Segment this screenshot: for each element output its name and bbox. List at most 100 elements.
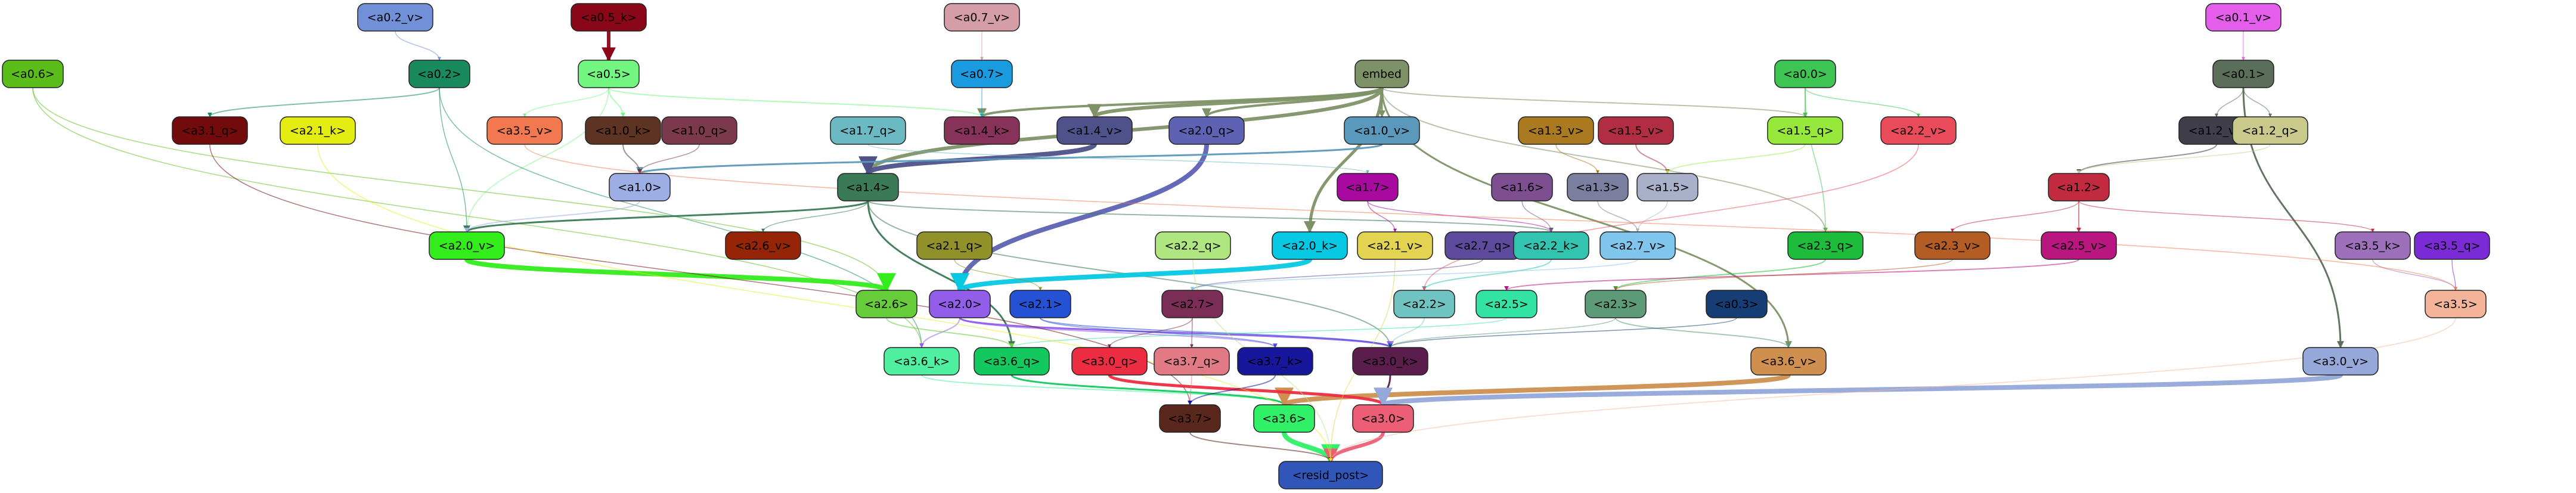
node-label: <a0.1_v> [2215, 11, 2271, 24]
node-a1-4-v[interactable]: <a1.4_v> [1056, 116, 1133, 145]
node-a1-4-k[interactable]: <a1.4_k> [944, 116, 1020, 145]
node-a0-1-v[interactable]: <a0.1_v> [2205, 3, 2281, 32]
node-a2-1-q[interactable]: <a2.1_q> [916, 231, 993, 260]
node-a2-7-q[interactable]: <a2.7_q> [1444, 231, 1521, 260]
node-label: <a3.5_k> [2345, 240, 2401, 253]
node-label: <a3.0> [1361, 413, 1405, 426]
node-box [1774, 60, 1836, 88]
edge-embed-to-a1-4-k [977, 86, 1383, 118]
node-label: <a1.3> [1576, 181, 1620, 194]
node-label: <a1.2_q> [2242, 125, 2298, 138]
node-a1-0-k[interactable]: <a1.0_k> [585, 116, 661, 145]
node-a1-5[interactable]: <a1.5> [1636, 173, 1698, 201]
node-a2-2-v[interactable]: <a2.2_v> [1880, 116, 1957, 145]
node-a2-5-v[interactable]: <a2.5_v> [2041, 231, 2117, 260]
node-box [1585, 290, 1647, 318]
node-a1-7-q[interactable]: <a1.7_q> [830, 116, 906, 145]
node-a2-1-v[interactable]: <a2.1_v> [1357, 231, 1433, 260]
node-a0-1[interactable]: <a0.1> [2212, 60, 2274, 88]
node-label: <a0.3> [1715, 298, 1759, 311]
node-a2-1[interactable]: <a2.1> [1009, 290, 1071, 318]
node-a2-2-q[interactable]: <a2.2_q> [1155, 231, 1231, 260]
node-a3-6-v[interactable]: <a3.6_v> [1750, 347, 1827, 376]
node-a1-4[interactable]: <a1.4> [837, 173, 899, 201]
node-a2-3[interactable]: <a2.3> [1585, 290, 1647, 318]
node-a1-3[interactable]: <a1.3> [1567, 173, 1629, 201]
edge-a1-2-to-a3-5-k [2078, 200, 2374, 232]
node-a1-0[interactable]: <a1.0> [609, 173, 671, 201]
node-a3-0[interactable]: <a3.0> [1352, 404, 1414, 433]
node-a2-7[interactable]: <a2.7> [1161, 290, 1223, 318]
node-a1-7[interactable]: <a1.7> [1337, 173, 1399, 201]
node-embed[interactable]: embed [1354, 60, 1409, 88]
node-box [916, 231, 993, 260]
node-a1-6[interactable]: <a1.6> [1491, 173, 1553, 201]
node-a1-3-v[interactable]: <a1.3_v> [1518, 116, 1594, 145]
node-a3-0-v[interactable]: <a3.0_v> [2302, 347, 2379, 376]
edge-a1-7-to-a2-1-v [1367, 200, 1397, 232]
node-a1-5-q[interactable]: <a1.5_q> [1767, 116, 1843, 145]
node-a0-2-v[interactable]: <a0.2_v> [357, 3, 433, 32]
node-a2-0-k[interactable]: <a2.0_k> [1272, 231, 1348, 260]
node-label: <a0.2_v> [367, 11, 423, 24]
edge-a3-5-k-to-a3-5 [2372, 259, 2457, 291]
node-a0-2[interactable]: <a0.2> [408, 60, 470, 88]
node-a2-2-k[interactable]: <a2.2_k> [1513, 231, 1589, 260]
edge-layer [32, 30, 2457, 464]
node-a3-6-k[interactable]: <a3.6_k> [884, 347, 960, 376]
node-a2-0[interactable]: <a2.0> [929, 290, 991, 318]
edge-a2-3-to-a3-6-v [1615, 317, 1791, 348]
node-box [1636, 173, 1698, 201]
edge-a2-0-q-to-a2-0 [950, 144, 1209, 293]
node-a0-0[interactable]: <a0.0> [1774, 60, 1836, 88]
node-a2-3-v[interactable]: <a2.3_v> [1914, 231, 1991, 260]
node-box [1880, 116, 1957, 145]
node-label: <a1.4> [846, 181, 890, 194]
node-a3-0-q[interactable]: <a3.0_q> [1071, 347, 1148, 376]
node-a2-2[interactable]: <a2.2> [1393, 290, 1455, 318]
node-label: <a1.2_v> [2188, 125, 2245, 138]
node-a2-6-v[interactable]: <a2.6_v> [725, 231, 801, 260]
node-a3-7-k[interactable]: <a3.7_k> [1237, 347, 1313, 376]
node-a0-5[interactable]: <a0.5> [578, 60, 640, 88]
node-label: <a2.5_v> [2051, 240, 2107, 253]
node-a3-0-k[interactable]: <a3.0_k> [1352, 347, 1428, 376]
node-a3-5[interactable]: <a3.5> [2425, 290, 2487, 318]
node-a1-2-q[interactable]: <a1.2_q> [2232, 116, 2308, 145]
node-label: <a2.7> [1170, 298, 1214, 311]
node-a2-1-k[interactable]: <a2.1_k> [280, 116, 356, 145]
node-a3-7-q[interactable]: <a3.7_q> [1154, 347, 1230, 376]
edge-a1-4-to-a2-0-v [463, 200, 869, 233]
node-a3-1-q[interactable]: <a3.1_q> [172, 116, 248, 145]
node-a1-2[interactable]: <a1.2> [2048, 173, 2110, 201]
node-a2-0-v[interactable]: <a2.0_v> [429, 231, 505, 260]
node-a1-0-v[interactable]: <a1.0_v> [1344, 116, 1420, 145]
node-a3-5-v[interactable]: <a3.5_v> [486, 116, 563, 145]
node-a0-3[interactable]: <a0.3> [1706, 290, 1768, 318]
node-box [1513, 231, 1589, 260]
node-a1-0-q[interactable]: <a1.0_q> [661, 116, 737, 145]
node-a0-7[interactable]: <a0.7> [951, 60, 1013, 88]
node-a1-5-v[interactable]: <a1.5_v> [1598, 116, 1674, 145]
edge-a3-0-v-to-a3-0 [1374, 373, 2343, 407]
node-a2-5[interactable]: <a2.5> [1475, 290, 1537, 318]
node-a2-0-q[interactable]: <a2.0_q> [1168, 116, 1245, 145]
node-a3-7[interactable]: <a3.7> [1159, 404, 1221, 433]
node-a2-7-v[interactable]: <a2.7_v> [1599, 231, 1676, 260]
node-label: embed [1362, 68, 1402, 81]
node-a0-6[interactable]: <a0.6> [2, 60, 64, 88]
node-box [944, 116, 1020, 145]
node-a3-5-k[interactable]: <a3.5_k> [2335, 231, 2411, 260]
node-a3-5-q[interactable]: <a3.5_q> [2414, 231, 2490, 260]
node-a0-5-k[interactable]: <a0.5_k> [571, 3, 647, 32]
node-a0-7-v[interactable]: <a0.7_v> [944, 3, 1020, 32]
node-label: <a0.7_v> [954, 11, 1010, 24]
node-label: <a3.7_q> [1163, 355, 1220, 368]
node-resid-post[interactable]: <resid_post> [1278, 461, 1383, 489]
node-box [1393, 290, 1455, 318]
node-a3-6[interactable]: <a3.6> [1253, 404, 1315, 433]
node-a2-3-q[interactable]: <a2.3_q> [1787, 231, 1864, 260]
node-a3-6-q[interactable]: <a3.6_q> [974, 347, 1050, 376]
node-a2-6[interactable]: <a2.6> [855, 290, 917, 318]
edge-a3-7-to-resid-post [1189, 432, 1333, 462]
